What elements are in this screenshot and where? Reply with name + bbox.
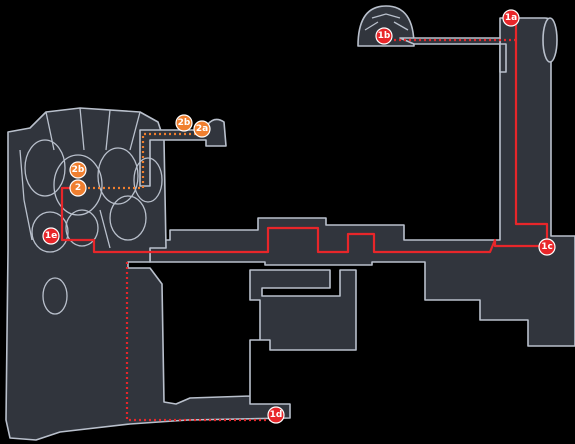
marker-1b[interactable]: 1b — [375, 27, 393, 45]
main-route-dotted — [125, 38, 516, 422]
dome-room — [357, 5, 415, 47]
marker-label: 1e — [45, 231, 57, 241]
shaft-cap — [542, 17, 558, 63]
marker-label: 1d — [270, 410, 283, 420]
marker-label: 2b — [178, 118, 191, 128]
marker-label: 1b — [378, 31, 391, 41]
marker-1d[interactable]: 1d — [267, 406, 285, 424]
marker-2b-upper[interactable]: 2b — [175, 114, 193, 132]
marker-label: 2b — [72, 165, 85, 175]
marker-2[interactable]: 2 — [69, 179, 87, 197]
cave-cells — [19, 13, 409, 315]
marker-label: 1a — [505, 13, 517, 23]
map-rooms — [5, 5, 575, 441]
marker-label: 2a — [196, 124, 208, 134]
marker-1a[interactable]: 1a — [502, 9, 520, 27]
marker-label: 2 — [75, 183, 81, 193]
dome-corridor — [399, 37, 507, 73]
marker-2b-left[interactable]: 2b — [69, 161, 87, 179]
marker-2a[interactable]: 2a — [193, 120, 211, 138]
side-route — [78, 132, 203, 190]
marker-1c[interactable]: 1c — [538, 238, 556, 256]
marker-label: 1c — [541, 242, 553, 252]
cave-room — [5, 107, 357, 441]
main-route — [60, 18, 549, 254]
marker-1e[interactable]: 1e — [42, 227, 60, 245]
